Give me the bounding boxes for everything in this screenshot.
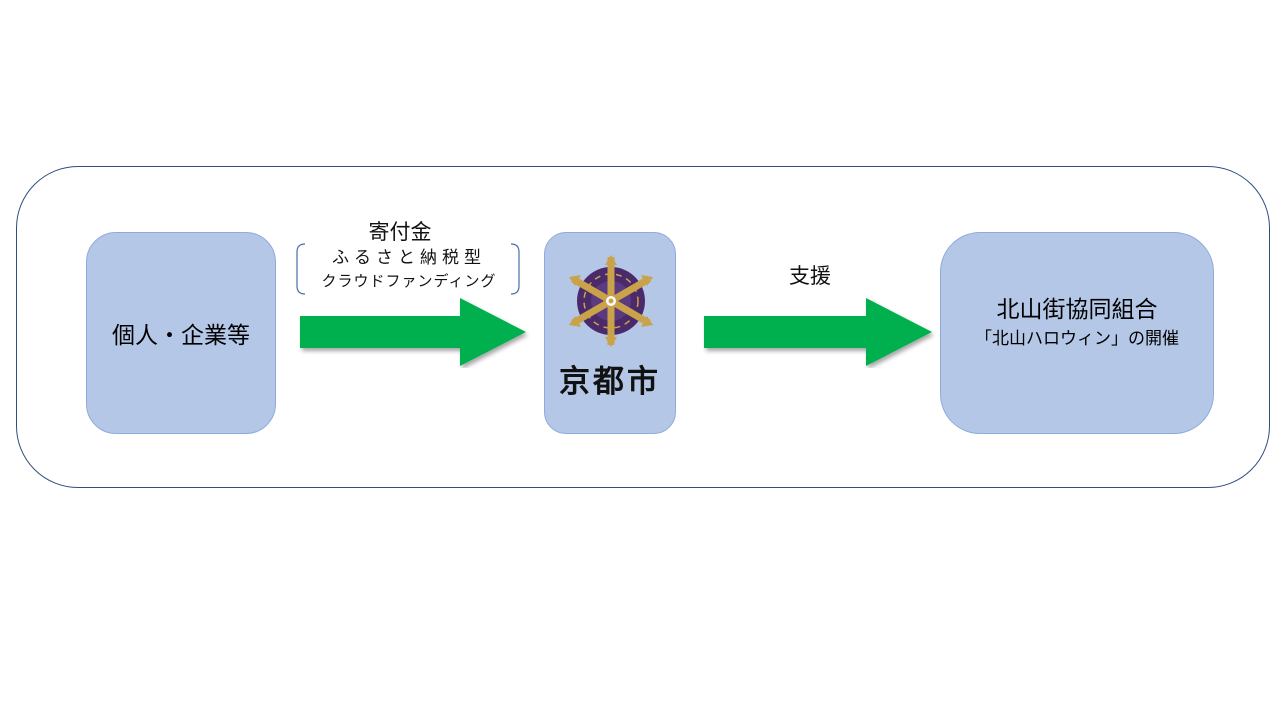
support-arrow	[704, 298, 932, 366]
union-subtitle: 「北山ハロウィン」の開催	[975, 329, 1179, 349]
union-title: 北山街協同組合	[996, 297, 1158, 323]
donation-note-line1: ふるさと納税型	[332, 248, 486, 268]
note-bracket	[296, 243, 520, 295]
outer-frame	[16, 166, 1270, 488]
donation-arrow	[300, 298, 526, 366]
city-label: 京都市	[559, 364, 661, 400]
support-label: 支援	[789, 264, 831, 288]
donor-label: 個人・企業等	[112, 323, 250, 349]
kyoto-city-emblem-icon	[569, 255, 653, 347]
donation-label: 寄付金	[368, 220, 432, 244]
union-box: 北山街協同組合 「北山ハロウィン」の開催	[940, 232, 1214, 434]
donor-box: 個人・企業等	[86, 232, 276, 434]
donation-note-line2: クラウドファンディング	[321, 272, 497, 290]
